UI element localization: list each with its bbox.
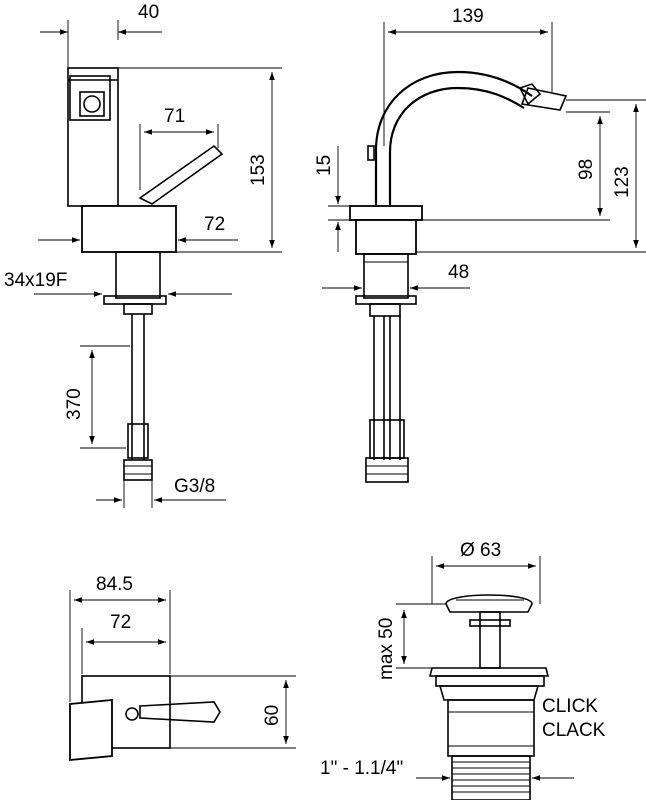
cartridge-outline [69,75,111,121]
front-view: 139 15 98 123 48 [314,6,646,483]
spout-nozzle [520,87,568,111]
waste-thread [451,755,531,800]
plan-view: 84.5 72 60 [69,574,296,761]
dim-spout-total: 123 [612,166,633,198]
dim-plan-depth: 60 [262,705,283,726]
dim-lever-reach: 71 [164,106,185,127]
dim-connector: G3/8 [174,476,215,497]
faucet-base [81,205,177,253]
side-view: 40 153 71 72 34x19F 370 G3/8 [4,2,282,508]
cartridge-icon [83,95,101,113]
dim-inlet-thread: 34x19F [4,270,67,291]
plan-lever [139,701,221,723]
dim-waste-max: max 50 [376,618,397,680]
spout-outer [374,70,533,206]
front-base [355,219,417,255]
lever-handle [138,144,224,205]
dim-spout-reach: 139 [452,6,484,27]
waste-cap [445,594,533,613]
dim-base-width: 48 [448,262,469,283]
dim-spout-height: 98 [576,159,597,180]
dim-plan-outer: 84.5 [96,574,133,595]
click-label: CLICK [542,696,598,717]
dim-top-offset: 40 [138,2,159,23]
front-base-upper [349,205,423,221]
dim-spout-offset: 15 [314,155,335,176]
plan-block [69,699,113,761]
clack-label: CLACK [542,720,606,741]
waste-view: Ø 63 max 50 1" - 1.1/4" CLICK CLACK [320,540,606,800]
dim-hose-length: 370 [64,388,85,420]
dim-plan-inner: 72 [110,612,131,633]
dim-waste-thread: 1" - 1.1/4" [320,758,403,779]
waste-body [447,699,535,757]
dim-waste-diameter: Ø 63 [460,540,501,561]
dim-total-height: 153 [248,154,269,186]
dim-body-width: 72 [204,214,225,235]
